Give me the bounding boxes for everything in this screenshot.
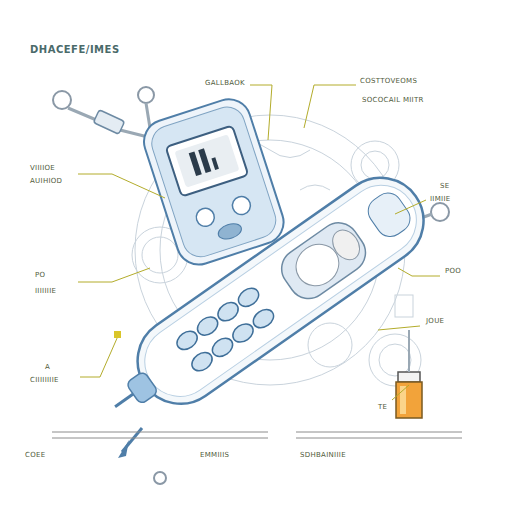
part-label: JOUE [426,318,444,326]
part-label: VIIIIOE [30,165,55,173]
part-label: SE [440,183,449,191]
part-label: PO [35,272,45,280]
part-label: A [45,364,50,372]
part-label: SDHBAINIIIE [300,452,346,460]
part-label: EMMIIIS [200,452,229,460]
diagram-title: DHACEFE/IMES [30,44,120,55]
part-label: CIIIIIIIIE [30,377,59,385]
part-label: GALLBAOK [205,80,245,88]
part-label: IIMIIE [430,196,451,204]
part-label: SOCOCAIL MIITR [362,97,424,105]
part-label: AUIHIOD [30,178,62,186]
part-label: COEE [25,452,45,460]
part-label: POO [445,268,461,276]
part-label: COSTTOVEOMS [360,78,417,86]
part-label: IIIIIIIE [35,288,56,296]
part-label: TE [378,404,387,412]
